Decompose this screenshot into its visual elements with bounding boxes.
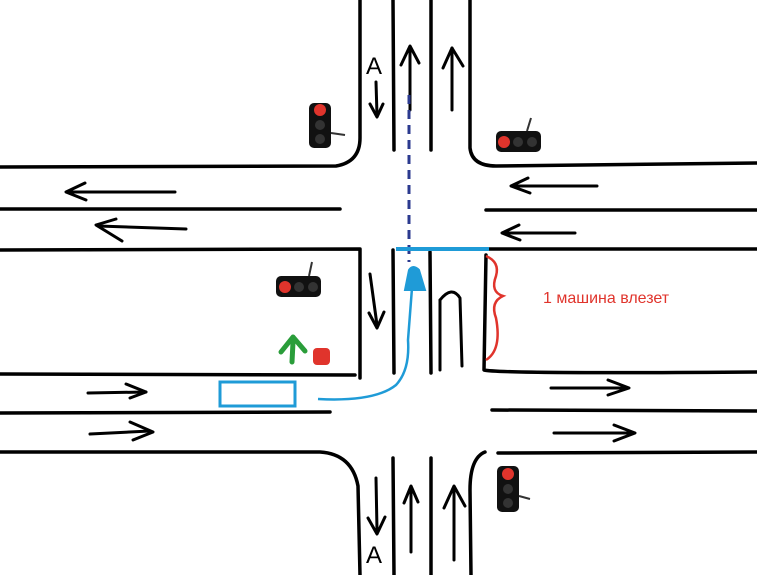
arrow-middle-up xyxy=(438,290,464,372)
traffic-light-bottom-right xyxy=(497,466,531,512)
arrow-top-lane-up-2 xyxy=(441,46,465,112)
arrow-west-2 xyxy=(94,217,188,243)
arrow-bottom-up-1 xyxy=(402,484,420,554)
lane-label-a-bottom: A xyxy=(366,542,382,569)
arrow-west-1 xyxy=(64,181,177,202)
green-arrow-icon xyxy=(278,334,308,365)
space-bracket xyxy=(485,254,507,362)
arrow-west-3 xyxy=(509,176,599,195)
arrow-middle-down xyxy=(367,272,386,330)
red-signal-square xyxy=(313,348,330,365)
arrow-west-4 xyxy=(500,223,577,242)
annotation-text: 1 машина влезет xyxy=(543,290,670,307)
traffic-light-middle-left xyxy=(276,261,321,297)
arrow-east-2 xyxy=(88,420,155,442)
arrow-bottom-down xyxy=(366,476,387,536)
light-red xyxy=(314,104,326,116)
lane-label-a-top: A xyxy=(366,53,382,80)
car-route xyxy=(317,287,414,401)
arrow-bottom-up-2 xyxy=(442,484,467,562)
arrow-top-lane-down xyxy=(368,80,385,119)
car-marker xyxy=(403,266,427,291)
car-box xyxy=(218,380,297,408)
arrow-east-1 xyxy=(86,382,148,400)
arrow-east-4 xyxy=(552,423,637,443)
traffic-light-top-left xyxy=(309,103,346,148)
arrow-east-3 xyxy=(549,378,631,397)
lane-arrows xyxy=(64,44,637,562)
traffic-light-top-right xyxy=(496,117,541,152)
